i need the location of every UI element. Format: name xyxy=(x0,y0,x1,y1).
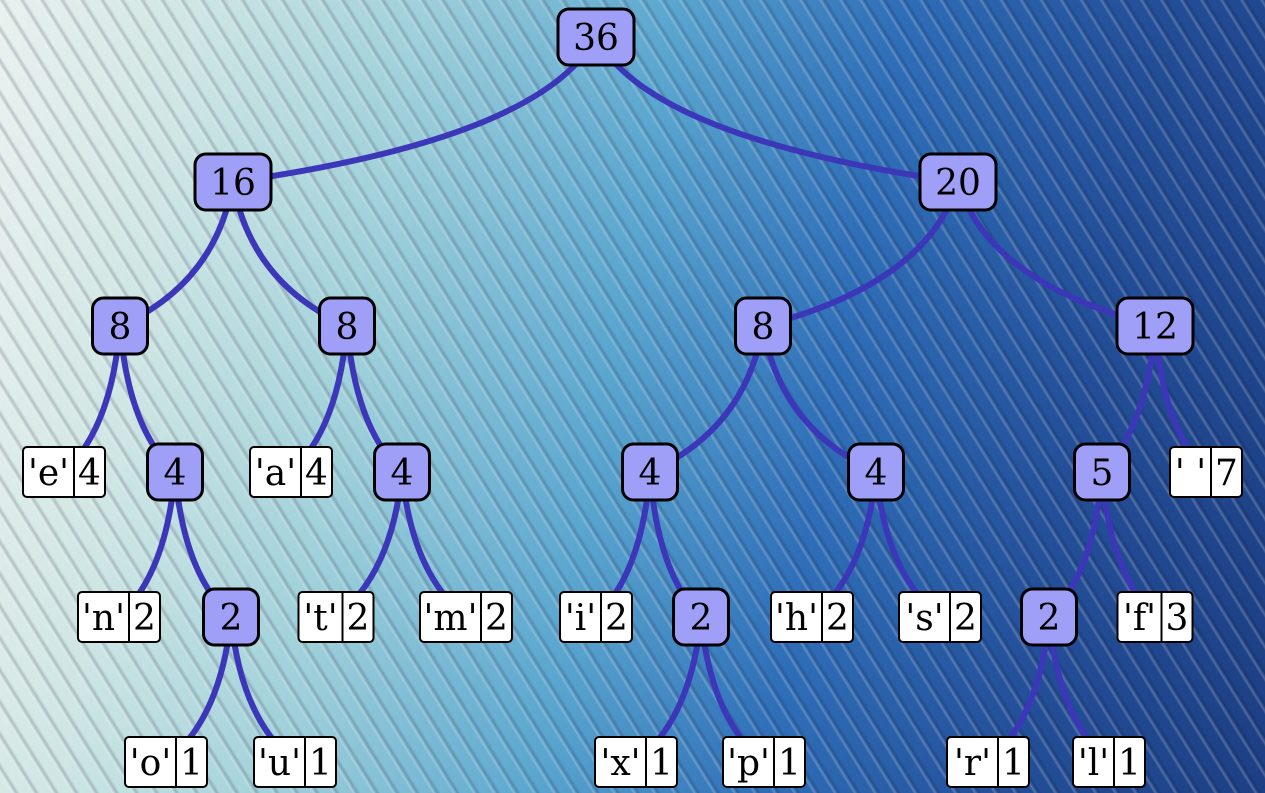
internal-node: 16 xyxy=(193,152,273,212)
internal-node: 20 xyxy=(918,152,998,212)
leaf-node: 'i' 2 xyxy=(559,591,633,643)
leaf-count: 2 xyxy=(826,598,849,639)
node-weight: 8 xyxy=(109,307,132,348)
internal-node: 4 xyxy=(847,442,905,502)
node-weight: 16 xyxy=(210,163,256,204)
leaf-count: 1 xyxy=(1002,743,1025,784)
leaf-node: 'm'2 xyxy=(419,591,513,643)
leaf-node: 'p'1 xyxy=(722,736,806,788)
node-weight: 4 xyxy=(391,453,414,494)
leaf-count: 1 xyxy=(1118,743,1141,784)
leaf-char: 'x' xyxy=(600,743,640,784)
leaf-node: ' ' 7 xyxy=(1169,446,1243,498)
internal-node: 4 xyxy=(373,442,431,502)
leaf-char: ' ' xyxy=(1175,453,1206,494)
node-weight: 2 xyxy=(1038,598,1061,639)
node-weight: 2 xyxy=(690,598,713,639)
node-weight: 4 xyxy=(865,453,888,494)
node-weight: 4 xyxy=(639,453,662,494)
leaf-node: 'f' 3 xyxy=(1116,591,1194,643)
internal-node: 36 xyxy=(556,7,636,67)
leaf-count: 4 xyxy=(78,453,101,494)
leaf-char: 'e' xyxy=(28,453,69,494)
internal-node: 5 xyxy=(1073,442,1131,502)
leaf-char: 'u' xyxy=(258,743,301,784)
leaf-node: 'x'1 xyxy=(594,736,678,788)
node-weight: 5 xyxy=(1091,453,1114,494)
internal-node: 2 xyxy=(672,587,730,647)
leaf-char: 'l' xyxy=(1078,743,1109,784)
leaf-node: 'r' 1 xyxy=(946,736,1030,788)
internal-node: 12 xyxy=(1115,296,1195,356)
node-weight: 20 xyxy=(935,163,981,204)
node-weight: 2 xyxy=(220,598,243,639)
leaf-char: 'a' xyxy=(255,453,296,494)
leaf-count: 1 xyxy=(650,743,673,784)
node-weight: 36 xyxy=(573,18,619,59)
leaf-char: 'm' xyxy=(424,598,478,639)
leaf-count: 2 xyxy=(347,598,370,639)
leaf-node: 'h'2 xyxy=(770,591,854,643)
node-weight: 12 xyxy=(1132,307,1178,348)
leaf-count: 3 xyxy=(1166,598,1189,639)
tree-edge xyxy=(593,34,961,185)
leaf-char: 'o' xyxy=(130,743,171,784)
tree-edges xyxy=(61,34,1209,765)
leaf-node: 'l' 1 xyxy=(1072,736,1146,788)
internal-node: 4 xyxy=(146,442,204,502)
internal-node: 8 xyxy=(91,296,149,356)
leaf-char: 'i' xyxy=(565,598,596,639)
internal-node: 4 xyxy=(621,442,679,502)
internal-node: 8 xyxy=(318,296,376,356)
leaf-node: 'e'4 xyxy=(22,446,106,498)
tree-nodes: 'e'4'n'2'o'1'u'1248'a'4't'2'm'24816'i'2'… xyxy=(22,7,1243,788)
internal-node: 2 xyxy=(1020,587,1078,647)
leaf-count: 1 xyxy=(309,743,332,784)
leaf-count: 2 xyxy=(485,598,508,639)
leaf-node: 'a'4 xyxy=(249,446,333,498)
tree-edge xyxy=(230,34,599,185)
leaf-char: 'r' xyxy=(954,743,991,784)
leaf-count: 7 xyxy=(1215,453,1238,494)
leaf-count: 2 xyxy=(954,598,977,639)
leaf-node: 'n'2 xyxy=(77,591,161,643)
node-weight: 8 xyxy=(336,307,359,348)
leaf-char: 't' xyxy=(303,598,337,639)
node-weight: 8 xyxy=(752,307,775,348)
leaf-char: 's' xyxy=(905,598,943,639)
leaf-char: 'h' xyxy=(775,598,818,639)
leaf-char: 'n' xyxy=(82,598,125,639)
leaf-count: 2 xyxy=(133,598,156,639)
leaf-node: 'o'1 xyxy=(124,736,208,788)
leaf-node: 't' 2 xyxy=(297,591,375,643)
node-weight: 4 xyxy=(164,453,187,494)
leaf-char: 'p' xyxy=(727,743,770,784)
internal-node: 2 xyxy=(202,587,260,647)
leaf-char: 'f' xyxy=(1123,598,1156,639)
leaf-count: 1 xyxy=(778,743,801,784)
leaf-count: 4 xyxy=(305,453,328,494)
internal-node: 8 xyxy=(734,296,792,356)
leaf-count: 2 xyxy=(605,598,628,639)
leaf-count: 1 xyxy=(180,743,203,784)
leaf-node: 'u'1 xyxy=(253,736,337,788)
leaf-node: 's' 2 xyxy=(898,591,982,643)
